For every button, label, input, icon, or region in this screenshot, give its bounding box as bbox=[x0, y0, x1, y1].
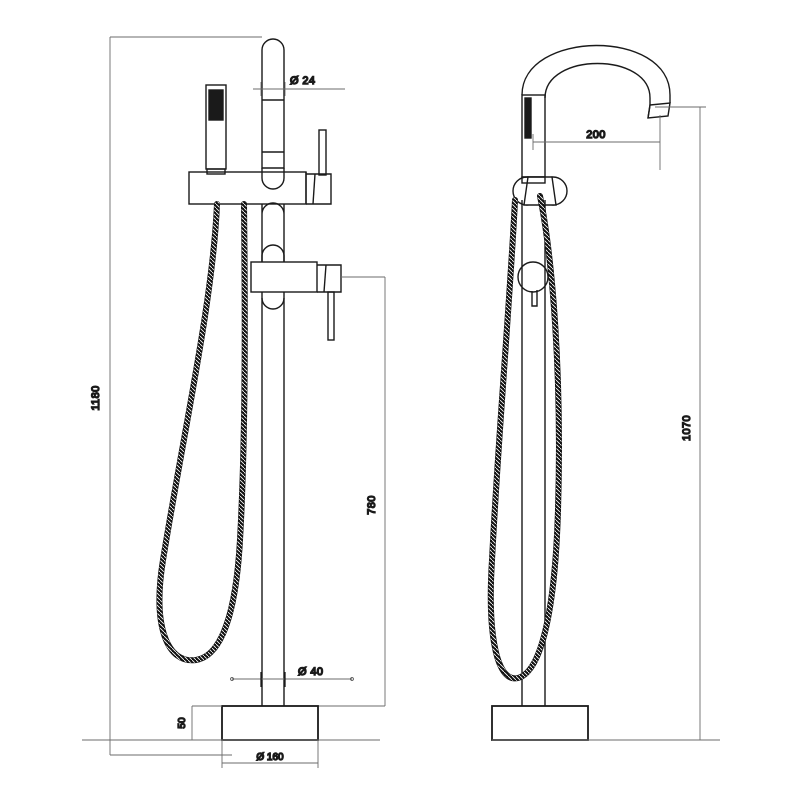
front-gooseneck-spout bbox=[521, 44, 671, 119]
side-base-plate bbox=[221, 705, 319, 741]
dim-label-base-diameter: Ø 160 bbox=[256, 752, 284, 763]
dim-label-spout-height: 1070 bbox=[681, 415, 693, 441]
dim-spout-reach-200 bbox=[532, 115, 661, 170]
dim-riser-height-780 bbox=[284, 276, 386, 707]
dim-riser-diameter-ticks bbox=[260, 672, 286, 687]
dim-base-diameter-160 bbox=[221, 740, 319, 768]
side-riser bbox=[250, 202, 318, 706]
dim-label-riser-diameter: Ø 40 bbox=[298, 666, 323, 678]
dim-overall-height-1180 bbox=[109, 36, 262, 756]
dim-label-spout-reach: 200 bbox=[586, 129, 606, 141]
front-lower-column bbox=[521, 200, 546, 706]
front-valve-handles bbox=[512, 176, 568, 206]
side-shower-hose bbox=[156, 201, 248, 664]
side-valve-body-upper bbox=[188, 171, 307, 205]
front-shower-hose bbox=[487, 193, 562, 682]
side-control-handle bbox=[317, 264, 342, 341]
dim-label-base-height: 50 bbox=[177, 717, 188, 729]
side-diverter-handle bbox=[306, 129, 332, 205]
dim-label-spout-diameter: Ø 24 bbox=[290, 75, 315, 87]
dim-spout-diameter-24 bbox=[253, 82, 345, 96]
front-base-plate bbox=[491, 705, 589, 741]
side-spout bbox=[261, 38, 285, 190]
front-hose-ring-bracket bbox=[517, 261, 549, 307]
dim-label-riser-height: 780 bbox=[366, 495, 378, 515]
side-handshower bbox=[205, 84, 227, 175]
dim-label-overall-height: 1180 bbox=[90, 385, 102, 410]
front-upper-column bbox=[521, 94, 546, 178]
